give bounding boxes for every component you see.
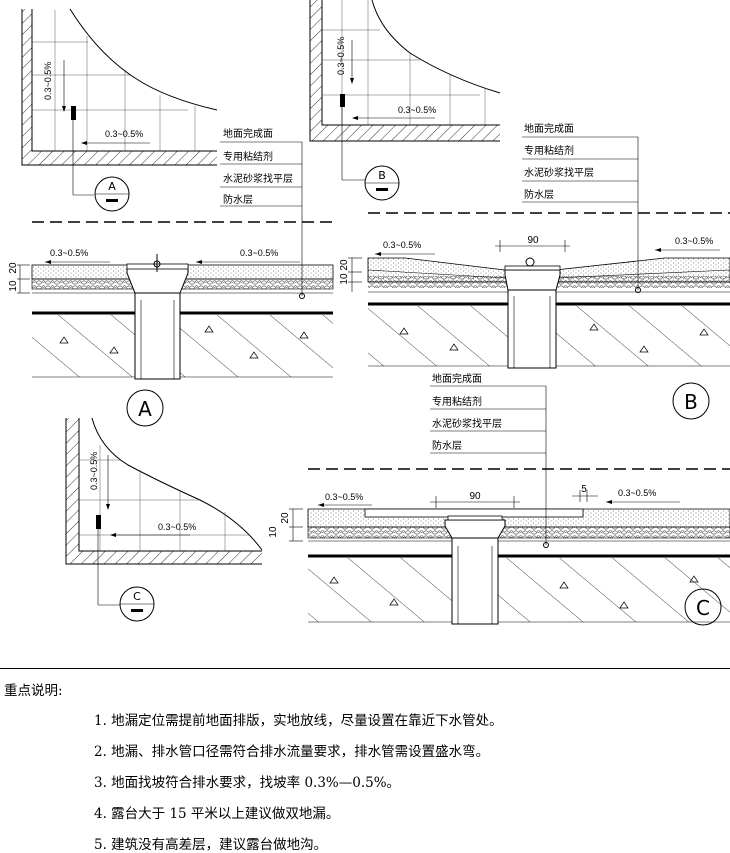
key-notes: 重点说明: 1. 地漏定位需提前地面排版，实地放线，尽量设置在靠近下水管处。 2… [0,668,730,853]
layer-label-screed: 水泥砂浆找平层 [223,172,293,185]
layer-label-finish: 地面完成面 [223,127,273,140]
layer-label-waterproof: 防水层 [432,439,462,452]
section-b: 90 0.3~0.5% 0.3~0.5% 20 10 地面完成面 专用粘结剂 水… [339,122,730,420]
floor-drain-symbol [340,94,345,107]
section-callout-b: B [684,390,698,414]
detail-callout-a: A [108,180,116,193]
dim-90: 90 [527,235,539,246]
notes-title: 重点说明: [4,683,63,699]
floor-drain-detail-drawing: 0.3~0.5% 0.3~0.5% A 0.3~0.5% 0.3~0.5% B [8,0,730,626]
note-item: 5. 建筑没有高差层，建议露台做地沟。 [94,837,328,853]
plan-view-c: 0.3~0.5% 0.3~0.5% C [65,417,263,622]
slope-label: 0.3~0.5% [50,248,88,258]
detail-callout-b: B [378,169,386,182]
dim-10: 10 [268,526,279,538]
dim-20: 20 [8,262,19,274]
slope-label: 0.3~0.5% [336,37,346,75]
slope-label: 0.3~0.5% [325,492,363,502]
slope-label: 0.3~0.5% [618,488,656,498]
note-item: 4. 露台大于 15 平米以上建议做双地漏。 [94,806,340,822]
dim-5: 5 [581,484,587,495]
layer-label-waterproof: 防水层 [223,193,253,206]
slope-label: 0.3~0.5% [240,248,278,258]
section-a: 0.3~0.5% 0.3~0.5% 20 10 地面完成面 专用粘结剂 水泥砂浆… [8,127,334,427]
section-callout-a: A [138,397,152,421]
layer-label-screed: 水泥砂浆找平层 [432,417,502,430]
plan-view-a: 0.3~0.5% 0.3~0.5% A [21,8,218,212]
floor-drain-symbol [71,106,76,120]
detail-callout-c: C [133,590,141,603]
floor-drain-symbol [96,515,101,529]
layer-label-adhesive: 专用粘结剂 [432,395,482,408]
layer-label-finish: 地面完成面 [432,372,482,385]
dim-90: 90 [469,491,481,502]
slope-label: 0.3~0.5% [675,236,713,246]
slope-label: 0.3~0.5% [105,129,143,139]
layer-label-waterproof: 防水层 [524,188,554,201]
layer-label-screed: 水泥砂浆找平层 [524,166,594,179]
layer-label-adhesive: 专用粘结剂 [223,150,273,163]
slope-label: 0.3~0.5% [383,240,421,250]
note-item: 3. 地面找坡符合排水要求，找坡率 0.3%—0.5%。 [94,775,401,791]
section-callout-c: C [696,596,710,620]
dim-20: 20 [339,259,350,271]
plan-view-b: 0.3~0.5% 0.3~0.5% B [309,0,501,201]
dim-20: 20 [280,512,291,524]
layer-label-finish: 地面完成面 [524,122,574,135]
slope-label: 0.3~0.5% [158,522,196,532]
slope-label: 0.3~0.5% [398,105,436,115]
layer-label-adhesive: 专用粘结剂 [524,144,574,157]
section-c: 90 5 0.3~0.5% 0.3~0.5% 20 10 地面完成面 专用粘结剂… [268,372,730,626]
slope-label: 0.3~0.5% [43,62,53,100]
slope-label: 0.3~0.5% [89,452,99,490]
dim-10: 10 [8,280,19,292]
dim-10: 10 [339,273,350,285]
note-item: 1. 地漏定位需提前地面排版，实地放线，尽量设置在靠近下水管处。 [94,713,503,729]
note-item: 2. 地漏、排水管口径需符合排水流量要求，排水管需设置盛水弯。 [94,744,490,760]
